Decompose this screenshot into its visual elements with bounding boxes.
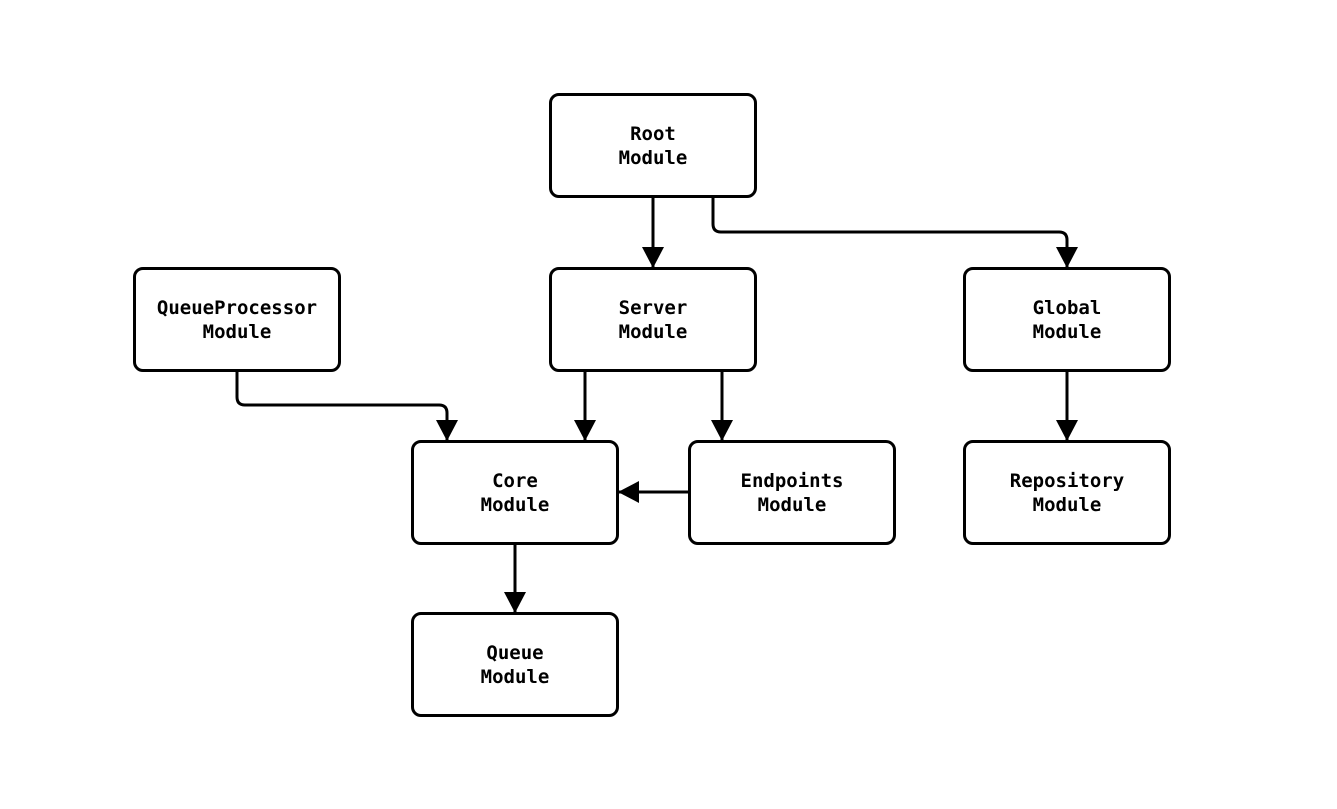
node-global-module: Global Module bbox=[963, 267, 1171, 372]
node-root-module-label: Root Module bbox=[618, 122, 688, 169]
node-server-module: Server Module bbox=[549, 267, 757, 372]
node-core-module: Core Module bbox=[411, 440, 619, 545]
node-endpoints-module-label: Endpoints Module bbox=[740, 469, 844, 516]
node-queue-module-label: Queue Module bbox=[480, 641, 550, 688]
edge-root-to-global-arrow bbox=[711, 198, 1078, 268]
node-queue-module: Queue Module bbox=[411, 612, 619, 717]
node-queueprocessor-module-label: QueueProcessor Module bbox=[156, 296, 318, 343]
node-repository-module-label: Repository Module bbox=[1009, 469, 1125, 516]
node-queueprocessor-module: QueueProcessor Module bbox=[133, 267, 341, 372]
node-server-module-label: Server Module bbox=[618, 296, 688, 343]
node-root-module: Root Module bbox=[549, 93, 757, 198]
node-core-module-label: Core Module bbox=[480, 469, 550, 516]
node-global-module-label: Global Module bbox=[1032, 296, 1102, 343]
edge-queueprocessor-to-core-arrow bbox=[235, 372, 458, 441]
node-endpoints-module: Endpoints Module bbox=[688, 440, 896, 545]
node-repository-module: Repository Module bbox=[963, 440, 1171, 545]
